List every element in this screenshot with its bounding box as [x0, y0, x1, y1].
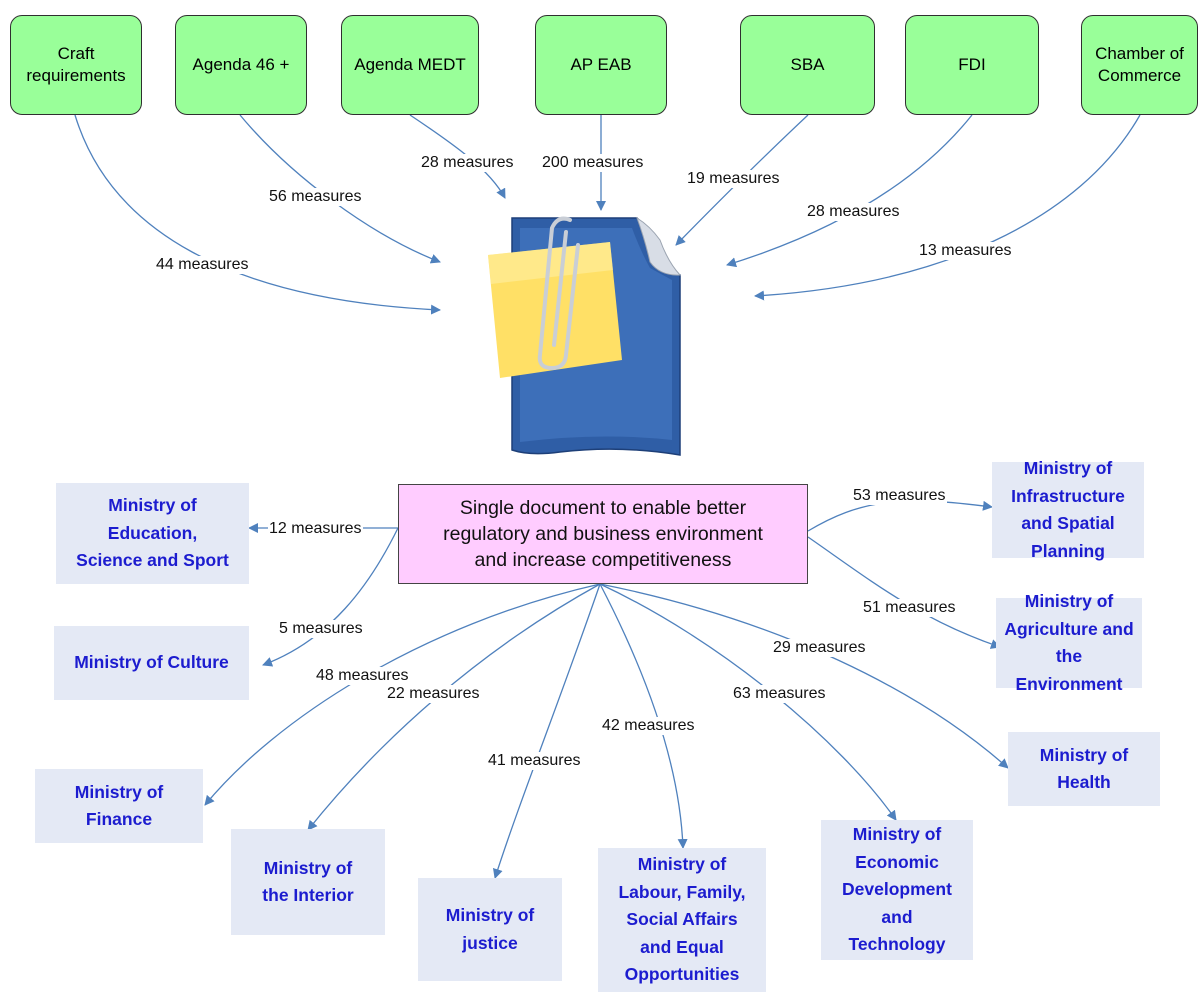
measures-label-agenda-medt: 28 measures — [420, 154, 515, 172]
source-agenda-medt: Agenda MEDT — [341, 15, 479, 115]
measures-label-labour: 42 measures — [601, 717, 696, 735]
ministry-finance: Ministry of Finance — [35, 769, 203, 843]
measures-label-education: 12 measures — [268, 520, 363, 538]
arrow-chamber — [754, 114, 1141, 301]
central-document-box: Single document to enable better regulat… — [398, 484, 808, 584]
ministry-agriculture-environment: Ministry of Agriculture and the Environm… — [996, 591, 1142, 694]
source-agenda-46: Agenda 46 + — [175, 15, 307, 115]
source-craft-requirements: Craft requirements — [10, 15, 142, 115]
arrow-craft — [74, 114, 441, 315]
ministry-labour-family-social: Ministry of Labour, Family, Social Affai… — [598, 848, 766, 992]
measures-label-agriculture: 51 measures — [862, 599, 957, 617]
ministry-economic-development: Ministry of Economic Development and Tec… — [821, 820, 973, 960]
measures-label-sba: 19 measures — [686, 170, 781, 188]
arrow-fdi — [726, 114, 973, 268]
source-sba: SBA — [740, 15, 875, 115]
arrow-labour — [599, 583, 688, 849]
measures-label-health: 29 measures — [772, 639, 867, 657]
arrow-agriculture — [807, 536, 1001, 649]
arrow-health — [599, 583, 1009, 769]
ministry-health: Ministry of Health — [1008, 732, 1160, 806]
measures-label-agenda-46: 56 measures — [268, 188, 363, 206]
source-fdi: FDI — [905, 15, 1039, 115]
measures-label-craft: 44 measures — [155, 256, 250, 274]
arrow-culture — [262, 527, 399, 667]
measures-label-justice: 41 measures — [487, 752, 582, 770]
arrow-justice — [492, 583, 601, 879]
measures-label-fdi: 28 measures — [806, 203, 901, 221]
measures-label-ap-eab: 200 measures — [541, 154, 645, 172]
arrow-infrastructure — [807, 500, 993, 532]
source-chamber-of-commerce: Chamber of Commerce — [1081, 15, 1198, 115]
measures-label-culture: 5 measures — [278, 620, 364, 638]
source-ap-eab: AP EAB — [535, 15, 667, 115]
measures-label-finance: 48 measures — [315, 667, 410, 685]
ministry-culture: Ministry of Culture — [54, 626, 249, 700]
measures-label-economic: 63 measures — [732, 685, 827, 703]
ministry-interior: Ministry of the Interior — [231, 829, 385, 935]
measures-label-infrastructure: 53 measures — [852, 487, 947, 505]
measures-label-chamber: 13 measures — [918, 242, 1013, 260]
document-icon — [488, 216, 682, 456]
measures-label-interior: 22 measures — [386, 685, 481, 703]
ministry-education-science-sport: Ministry of Education, Science and Sport — [56, 483, 249, 584]
ministry-justice: Ministry of justice — [418, 878, 562, 981]
ministry-infrastructure-spatial-planning: Ministry of Infrastructure and Spatial P… — [992, 458, 1144, 561]
